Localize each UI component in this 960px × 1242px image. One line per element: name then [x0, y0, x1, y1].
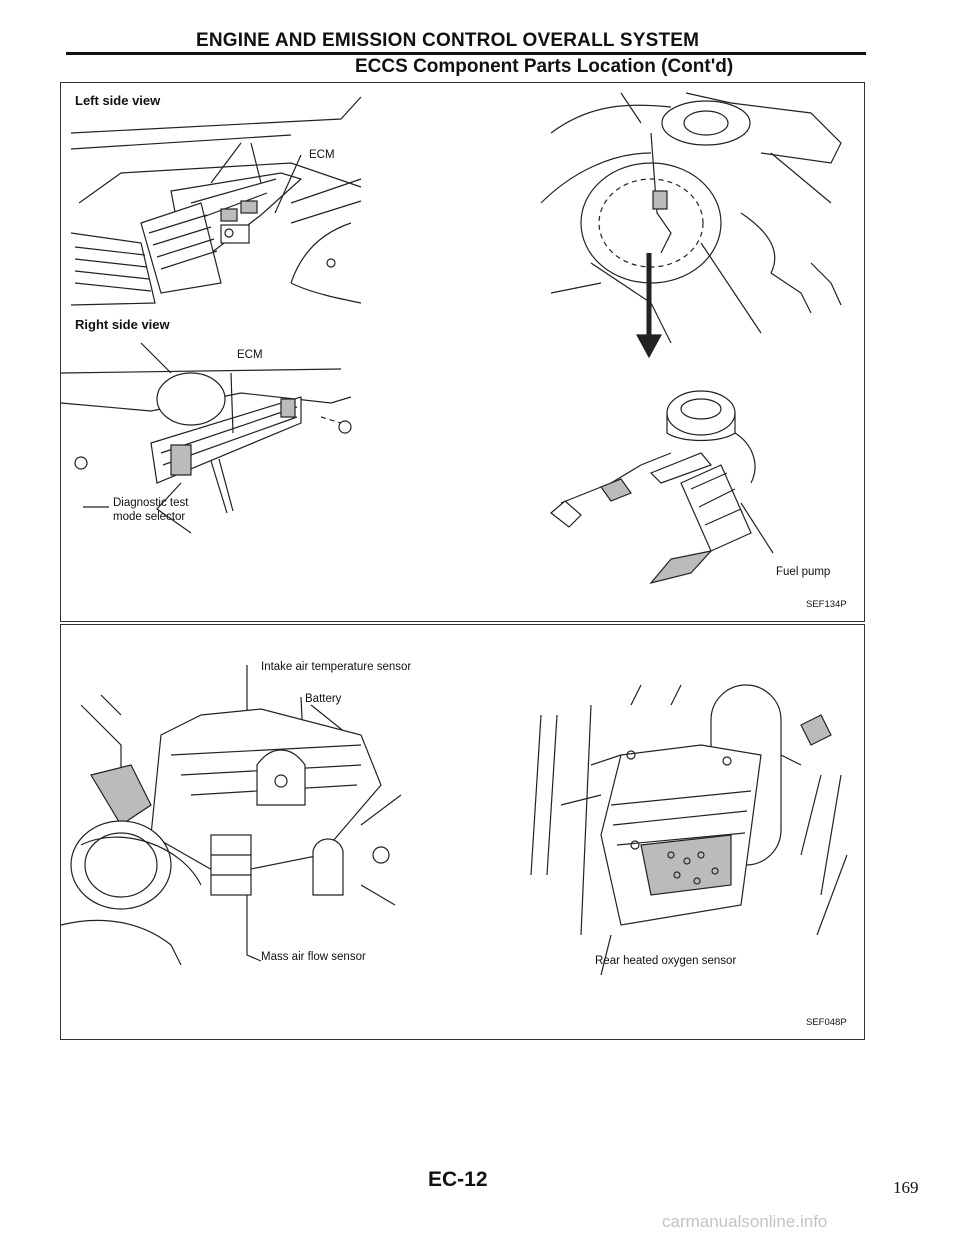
left-side-view-label: Left side view: [75, 93, 161, 108]
ecm-label-right: ECM: [237, 349, 263, 361]
figure-panel-ecm-fuel-pump: Left side view ECM Right side view ECM: [60, 82, 865, 622]
left-side-ecm-illustration: [70, 96, 362, 306]
ecm-label-left: ECM: [309, 149, 335, 161]
fuel-tank-illustration: [540, 92, 842, 344]
battery-label: Battery: [305, 693, 342, 705]
page-number: 169: [893, 1178, 919, 1197]
section-subtitle: ECCS Component Parts Location (Cont'd): [355, 56, 734, 77]
diag-leader-line: [83, 506, 109, 508]
mass-air-flow-sensor-label: Mass air flow sensor: [261, 951, 366, 963]
header-rule: [66, 52, 866, 55]
figure-panel-engine-bay: Intake air temperature sensor Battery Ma…: [60, 624, 865, 1040]
intake-air-temp-sensor-label: Intake air temperature sensor: [261, 661, 412, 673]
rear-exhaust-illustration: [530, 684, 848, 976]
section-title: ENGINE AND EMISSION CONTROL OVERALL SYST…: [196, 30, 700, 51]
right-side-view-label: Right side view: [75, 317, 170, 332]
watermark: carmanualsonline.info: [662, 1212, 828, 1231]
down-arrow-icon: [635, 253, 663, 359]
diag-label-line1: Diagnostic test: [113, 497, 189, 509]
fuel-pump-label: Fuel pump: [776, 566, 831, 578]
figure-code-1: SEF134P: [806, 599, 847, 610]
right-side-ecm-illustration: [60, 342, 352, 534]
engine-bay-illustration: [60, 665, 402, 966]
page-id: EC-12: [428, 1168, 488, 1191]
diag-label-line2: mode selector: [113, 511, 186, 523]
figure-code-2: SEF048P: [806, 1017, 847, 1028]
rear-heated-oxygen-sensor-label: Rear heated oxygen sensor: [595, 955, 737, 967]
fuel-pump-illustration: [550, 390, 774, 585]
